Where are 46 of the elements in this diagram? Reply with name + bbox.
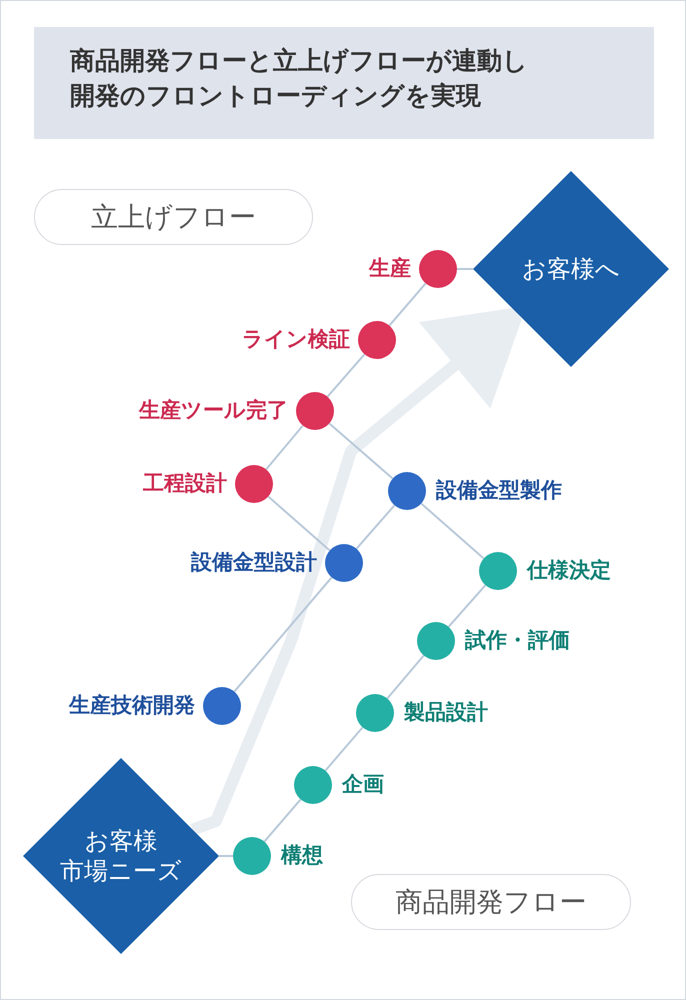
connector-line xyxy=(386,654,424,700)
milestone-dot xyxy=(294,766,332,804)
milestone-label: 生産技術開発 xyxy=(69,695,195,716)
milestone-label: 構想 xyxy=(281,845,323,866)
milestone-label: ライン検証 xyxy=(242,329,350,350)
milestone-dot xyxy=(358,321,396,359)
diamond-text: 市場ニーズ xyxy=(60,856,182,886)
milestone-label: 企画 xyxy=(342,774,384,795)
milestone-dot xyxy=(203,687,241,725)
milestone-label: 設備金型製作 xyxy=(436,480,562,501)
connector-line xyxy=(234,576,332,692)
milestone-label: 試作・評価 xyxy=(465,630,570,651)
connector-line xyxy=(448,584,486,628)
milestone-dot xyxy=(356,694,394,732)
connector-line xyxy=(457,268,473,270)
connector-line xyxy=(328,422,394,480)
milestone-dot xyxy=(233,837,271,875)
title-text: 商品開発フローと立上げフローが連動し開発のフロントローディングを実現 xyxy=(70,45,529,112)
milestone-label: 生産 xyxy=(369,258,411,279)
connector-line xyxy=(326,354,366,398)
flow-name: 立上げフロー xyxy=(91,201,256,235)
milestone-dot xyxy=(419,250,457,288)
connector-line xyxy=(265,424,304,470)
connector-line xyxy=(324,726,364,772)
diamond-text: お客様 xyxy=(84,826,158,856)
connector-line xyxy=(264,798,302,842)
milestone-dot xyxy=(479,552,517,590)
connector-line xyxy=(219,855,233,857)
milestone-label: 仕様決定 xyxy=(527,560,611,581)
milestone-dot xyxy=(417,622,455,660)
flow-name: 商品開発フロー xyxy=(396,886,586,920)
milestone-dot xyxy=(388,472,426,510)
diamond xyxy=(473,171,669,367)
milestone-dot xyxy=(235,465,273,503)
connector-line xyxy=(356,504,396,550)
connector-line xyxy=(388,282,426,326)
milestone-dot xyxy=(325,544,363,582)
connector-line xyxy=(420,502,484,560)
milestone-label: 製品設計 xyxy=(404,702,488,723)
milestone-dot xyxy=(296,392,334,430)
diamond xyxy=(23,758,219,954)
connector-line xyxy=(268,496,330,552)
milestone-label: 設備金型設計 xyxy=(191,552,317,573)
milestone-label: 生産ツール完了 xyxy=(139,400,288,421)
diamond-text: お客様へ xyxy=(522,254,620,284)
milestone-label: 工程設計 xyxy=(143,473,227,494)
